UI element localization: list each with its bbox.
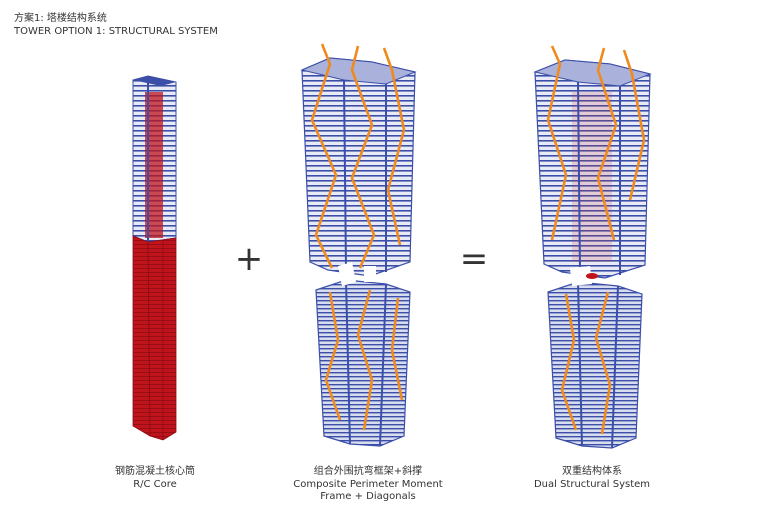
caption-perimeter-frame-cn: 组合外围抗弯框架+斜撑 <box>313 466 423 477</box>
caption-dual-system: 双重结构体系 Dual Structural System <box>497 466 687 491</box>
equals-operator: = <box>460 239 489 279</box>
title-block: 方案1: 塔楼结构系统 TOWER OPTION 1: STRUCTURAL S… <box>14 12 218 38</box>
perimeter-frame-tower <box>300 43 417 447</box>
caption-perimeter-frame-en: Composite Perimeter Moment <box>293 478 443 490</box>
caption-rc-core-cn: 钢筋混凝土核心筒 <box>115 466 195 477</box>
rc-core-tower <box>132 75 177 441</box>
caption-rc-core-en: R/C Core <box>133 478 177 490</box>
caption-dual-system-cn: 双重结构体系 <box>562 466 622 477</box>
caption-dual-system-en: Dual Structural System <box>533 478 651 490</box>
title-en: TOWER OPTION 1: STRUCTURAL SYSTEM <box>14 26 218 37</box>
caption-perimeter-frame: 组合外围抗弯框架+斜撑 Composite Perimeter Moment F… <box>273 466 463 504</box>
dual-system-tower <box>533 45 652 449</box>
caption-rc-core: 钢筋混凝土核心筒 R/C Core <box>60 466 250 491</box>
caption-perimeter-frame-en2: Frame + Diagonals <box>320 491 416 502</box>
plus-operator: + <box>235 239 264 279</box>
title-cn: 方案1: 塔楼结构系统 <box>14 13 107 24</box>
